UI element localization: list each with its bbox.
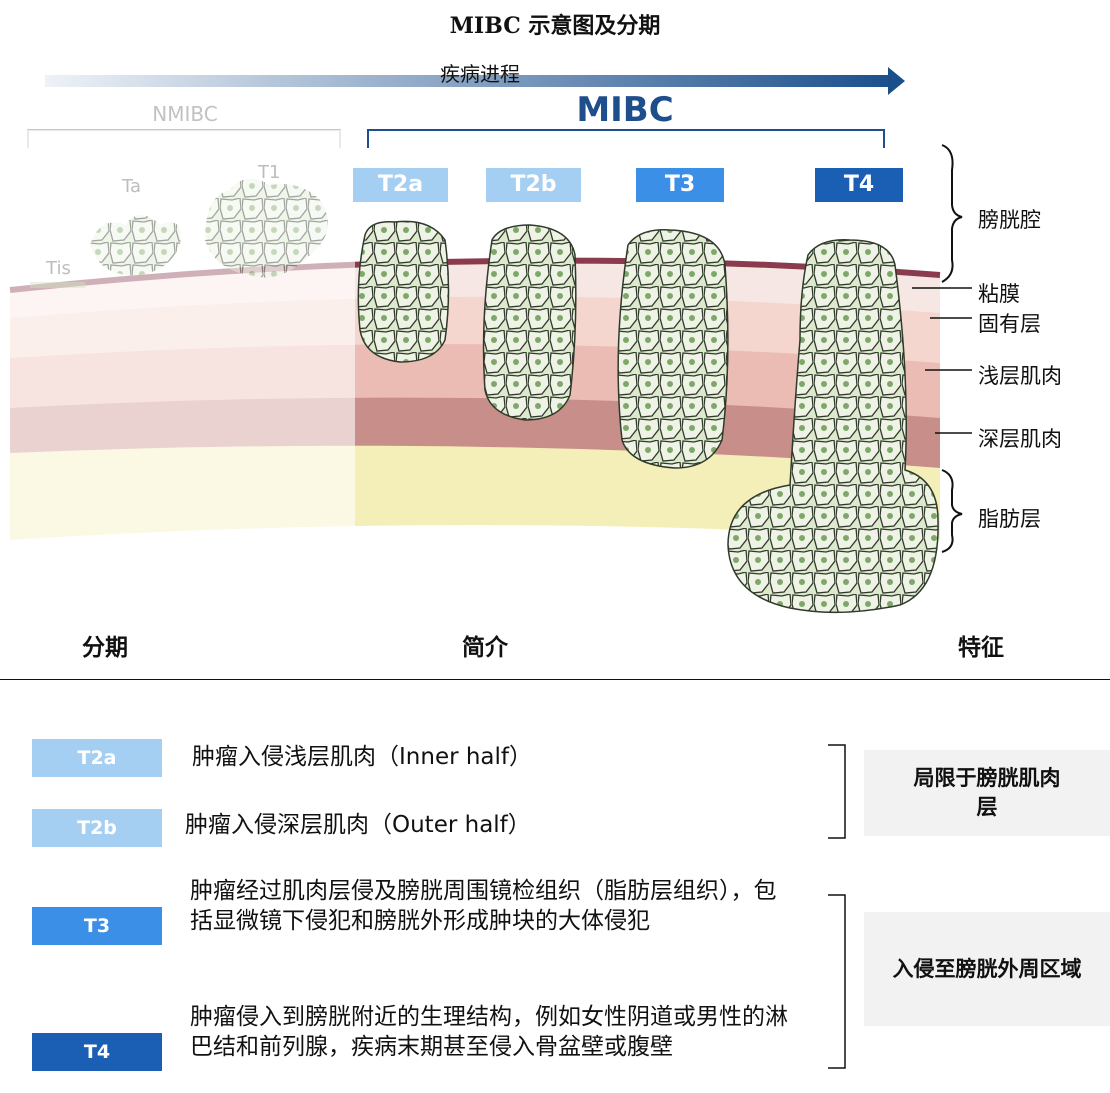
mibc-illustration: Tis Ta T1 bbox=[0, 67, 1110, 680]
row-tag-t2b: T2b bbox=[32, 809, 162, 847]
column-header-stage: 分期 bbox=[82, 635, 128, 661]
stage-t1-label: T1 bbox=[257, 162, 280, 183]
progression-arrow bbox=[45, 67, 905, 95]
stage-badge-t2a: T2a bbox=[353, 168, 448, 202]
disease-progression-label: 疾病进程 bbox=[440, 62, 520, 86]
row-text-t4: 肿瘤侵入到膀胱附近的生理结构，例如女性阴道或男性的淋巴结和前列腺，疾病末期甚至侵… bbox=[190, 1004, 788, 1060]
tumor-t2b bbox=[482, 224, 577, 421]
tumor-t4 bbox=[727, 239, 939, 614]
stage-badge-t3: T3 bbox=[636, 168, 724, 202]
lumen-brace bbox=[941, 144, 963, 283]
layer-label-mucosa: 粘膜 bbox=[978, 282, 1020, 306]
tumor-t2a bbox=[357, 220, 450, 363]
row-tag-t4: T4 bbox=[32, 1033, 162, 1071]
layer-label-fat: 脂肪层 bbox=[978, 507, 1041, 531]
stage-tis-label: Tis bbox=[45, 258, 71, 279]
feature-confined-text: 局限于膀胱肌肉层 bbox=[913, 766, 1061, 819]
row-text-t3: 肿瘤经过肌肉层侵及膀胱周围镜检组织（脂肪层组织），包括显微镜下侵犯和膀胱外形成肿… bbox=[190, 878, 777, 934]
tumor-t3 bbox=[617, 229, 729, 469]
column-header-feature: 特征 bbox=[958, 635, 1004, 661]
layer-label-deep-muscle: 深层肌肉 bbox=[978, 427, 1062, 451]
feature-invasion-text: 入侵至膀胱外周区域 bbox=[892, 956, 1082, 981]
feature-confined: 局限于膀胱肌肉层 bbox=[864, 750, 1110, 836]
nmibc-label: NMIBC bbox=[152, 102, 218, 126]
row-text-t2b: 肿瘤入侵深层肌肉（Outer half） bbox=[185, 812, 531, 838]
layer-label-lamina: 固有层 bbox=[978, 312, 1041, 336]
row-tag-t2a: T2a bbox=[32, 739, 162, 777]
nmibc-tumors bbox=[30, 178, 328, 288]
column-header-intro: 简介 bbox=[462, 635, 508, 661]
mibc-bracket bbox=[367, 129, 885, 148]
row-text-t2a: 肿瘤入侵浅层肌肉（Inner half） bbox=[192, 744, 533, 770]
page-title: MIBC 示意图及分期 bbox=[449, 13, 661, 39]
feature-invasion: 入侵至膀胱外周区域 bbox=[864, 912, 1110, 1026]
fat-brace bbox=[941, 469, 963, 553]
stage-badge-t4: T4 bbox=[815, 168, 903, 202]
layer-label-lumen: 膀胱腔 bbox=[978, 208, 1041, 232]
stage-ta-label: Ta bbox=[121, 176, 141, 197]
layer-label-superficial-muscle: 浅层肌肉 bbox=[978, 364, 1062, 388]
mibc-label: MIBC bbox=[576, 90, 674, 130]
row-tag-t3: T3 bbox=[32, 907, 162, 945]
stage-badge-t2b: T2b bbox=[486, 168, 581, 202]
